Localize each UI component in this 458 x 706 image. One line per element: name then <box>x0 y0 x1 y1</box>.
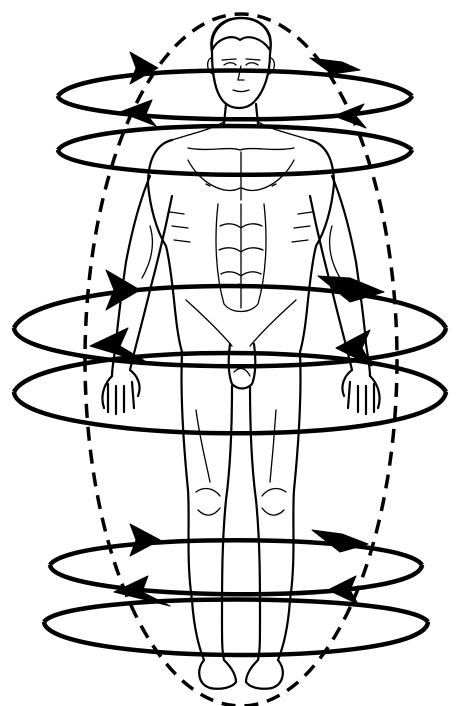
thigh-muscles <box>196 410 276 482</box>
head-outline <box>211 18 270 108</box>
ring-head-lower-front <box>58 150 412 175</box>
ring-head-upper-back <box>58 71 412 97</box>
leg-left-inner <box>222 386 232 660</box>
eyebrow-right <box>246 59 260 60</box>
leg-right-outer <box>278 352 301 660</box>
bicep-right <box>330 226 340 278</box>
mouth <box>233 90 249 92</box>
bicep-left <box>142 226 152 278</box>
ring-ankle-lower-front <box>44 622 428 655</box>
eyebrow-left <box>222 59 236 60</box>
arrow-head-lower-right-icon <box>334 104 366 128</box>
clavicles <box>188 148 294 150</box>
hand-left <box>102 370 139 414</box>
arrow-head-lower-left-icon <box>120 100 156 126</box>
hand-right <box>342 370 379 414</box>
ring-hip-lower-front <box>14 392 446 433</box>
groin-detail <box>234 369 250 376</box>
leg-left-outer <box>181 352 204 660</box>
arrow-head-upper-left-icon <box>130 52 158 84</box>
rotation-arrows <box>90 52 384 606</box>
eye-right <box>246 63 258 65</box>
knee-details <box>196 489 286 516</box>
arrow-ankle-upper-left-icon <box>130 524 160 556</box>
nose <box>238 66 244 80</box>
foot-right <box>246 660 283 689</box>
arm-left-inner <box>130 196 172 370</box>
eye-left <box>224 63 236 65</box>
leg-right-inner <box>250 386 260 660</box>
foot-left <box>199 660 236 689</box>
ring-ankle-lower-back <box>44 600 428 623</box>
